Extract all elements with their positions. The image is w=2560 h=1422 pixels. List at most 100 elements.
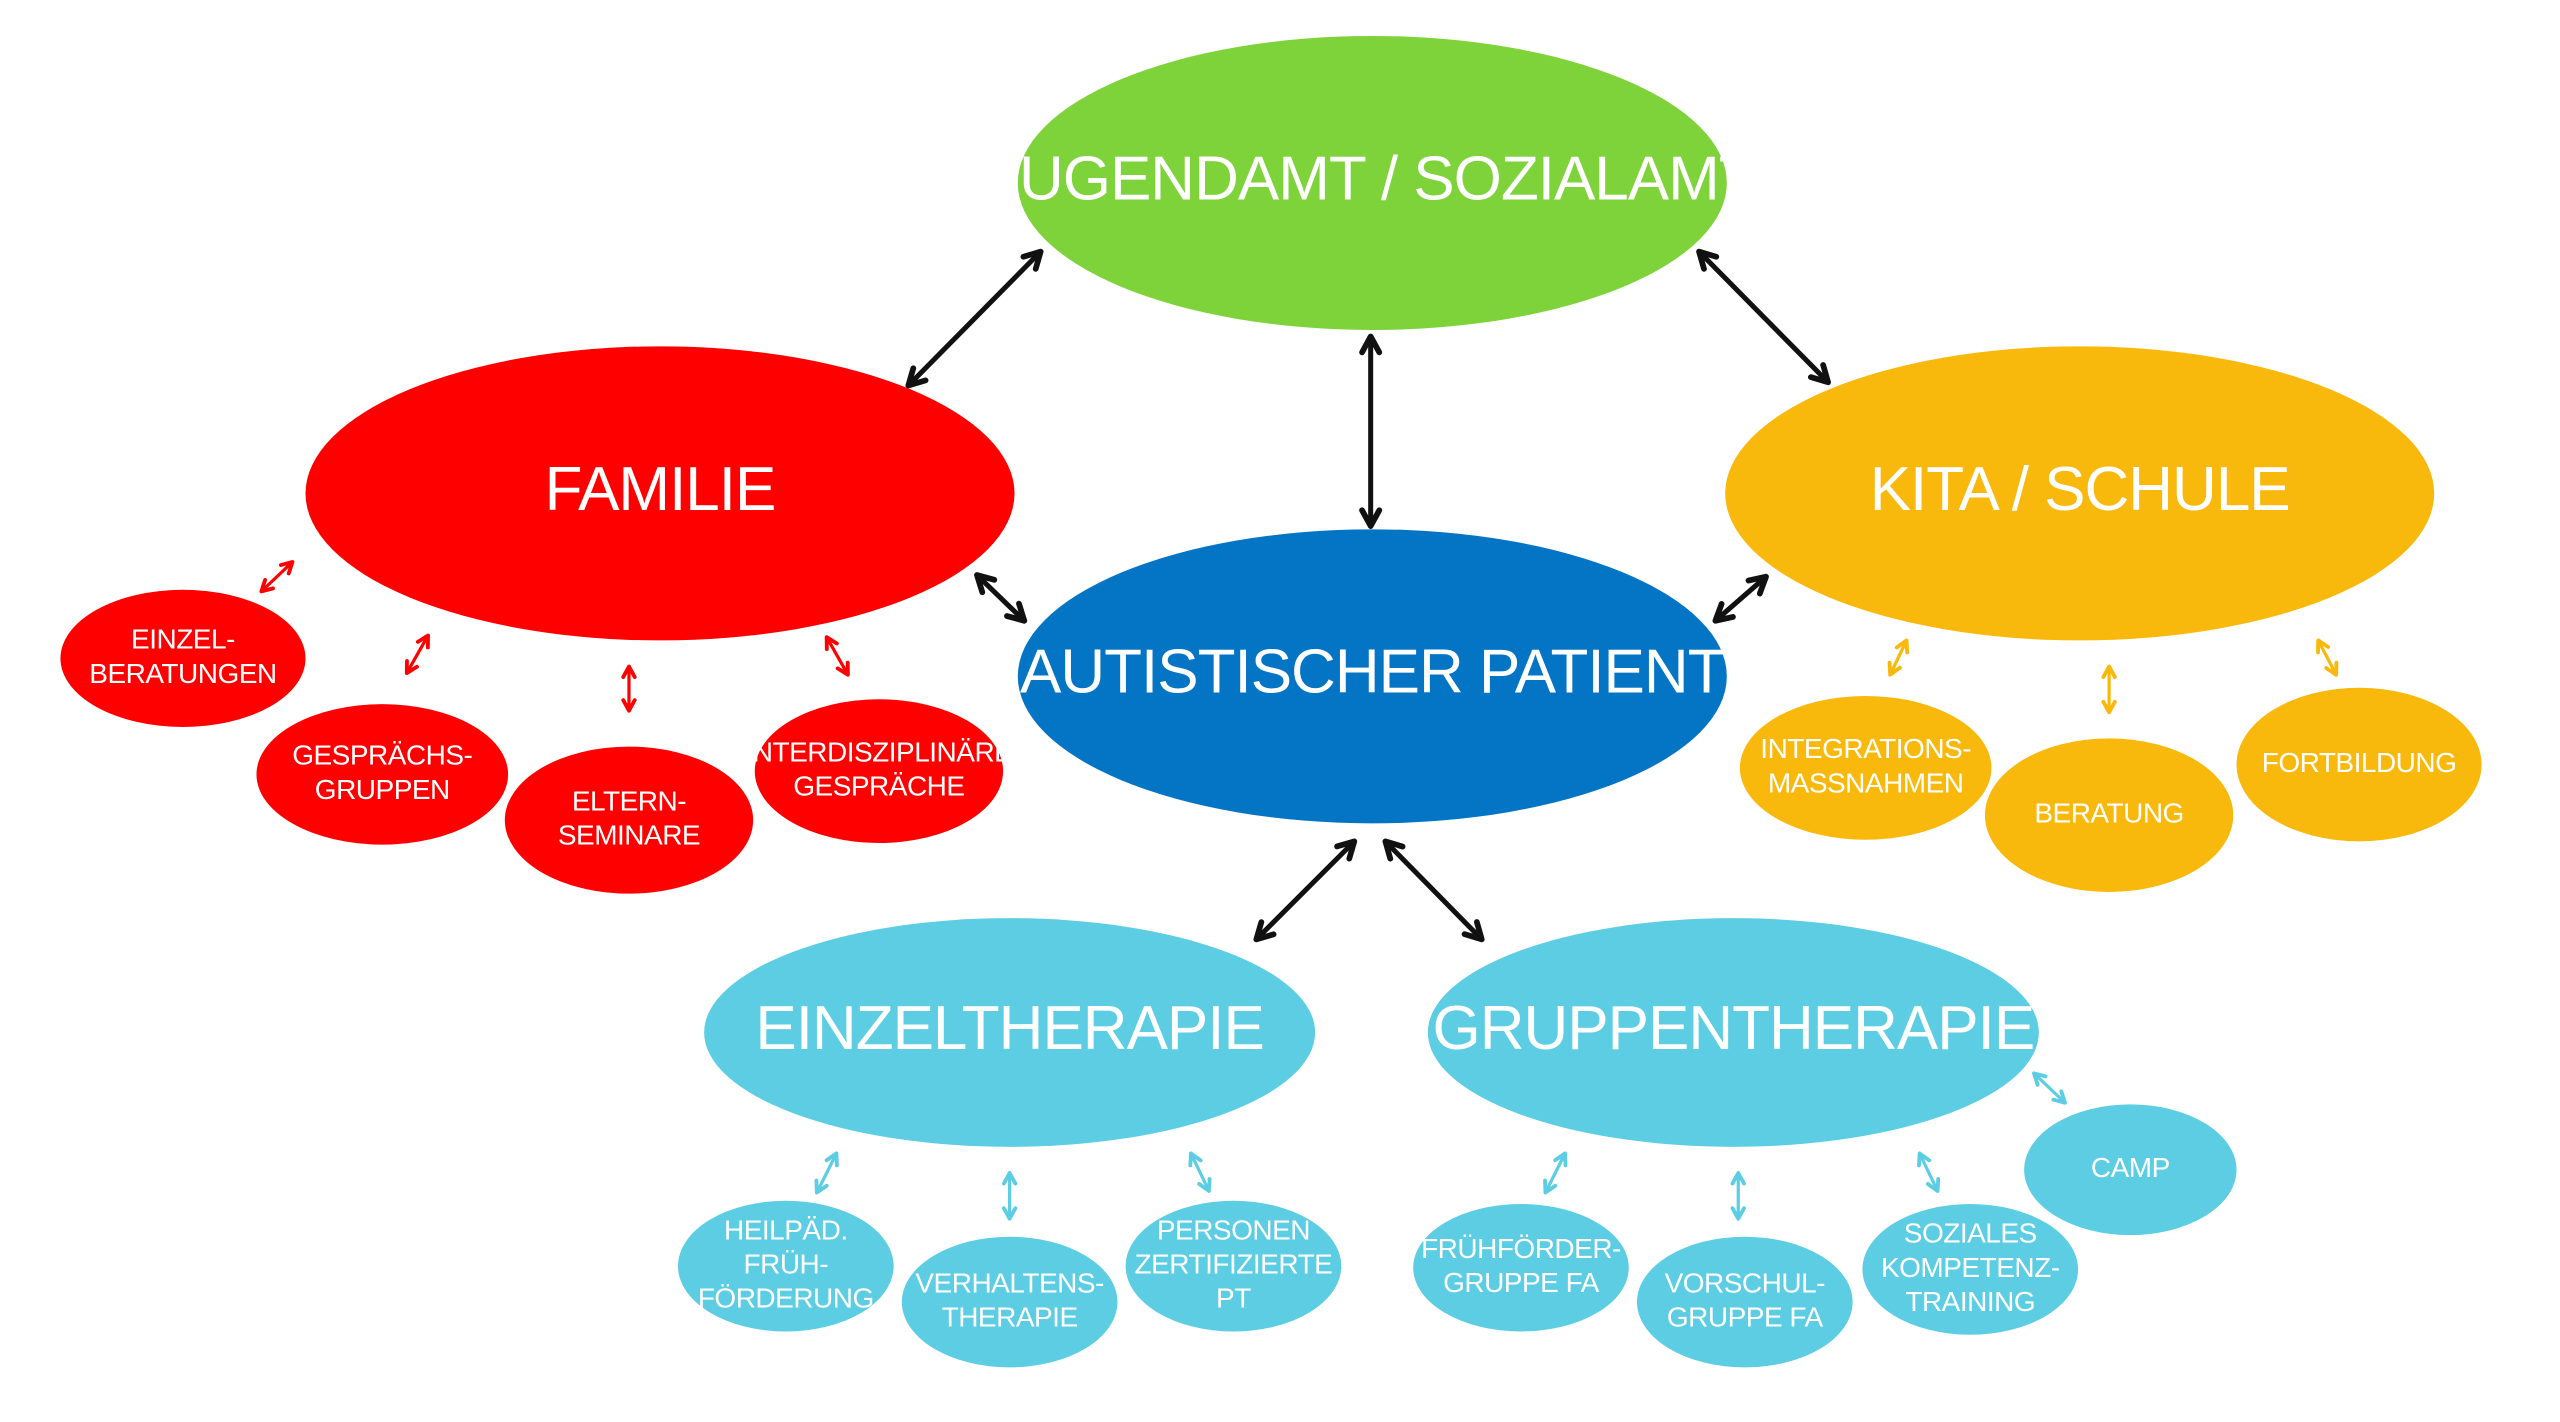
node-label: GRUPPE FA bbox=[1667, 1302, 1824, 1333]
connection-patient-gruppentherapie bbox=[1382, 838, 1485, 943]
node-ellipse bbox=[1984, 738, 2234, 892]
arrowhead-icon bbox=[1807, 362, 1831, 386]
connection-einzeltherapie-heilpaed bbox=[814, 1151, 839, 1195]
node-ellipse bbox=[60, 589, 306, 727]
connection-patient-einzeltherapie bbox=[1253, 838, 1358, 943]
connection-line bbox=[1189, 1151, 1211, 1193]
connection-jugendamt-familie bbox=[905, 248, 1044, 389]
node-gruppentherapie: GRUPPENTHERAPIE bbox=[1427, 918, 2039, 1147]
arrowhead-icon bbox=[1461, 919, 1485, 943]
arrowhead-icon bbox=[1553, 1151, 1568, 1168]
node-patient: AUTISTISCHER PATIENT bbox=[1017, 529, 1727, 824]
connection-kita-fortbildung bbox=[2316, 638, 2339, 677]
arrowhead-icon bbox=[1004, 600, 1028, 624]
arrowhead-icon bbox=[278, 560, 295, 576]
node-ellipse bbox=[704, 918, 1316, 1147]
arrowhead-icon bbox=[2101, 664, 2117, 679]
node-ellipse bbox=[1739, 695, 1992, 840]
node-ellipse bbox=[1017, 529, 1727, 824]
node-label: MASSNAHMEN bbox=[1768, 767, 1964, 798]
arrowhead-icon bbox=[1730, 1206, 1746, 1221]
connection-line bbox=[405, 633, 430, 675]
node-label: PT bbox=[1216, 1283, 1251, 1314]
node-label: PERSONEN bbox=[1157, 1214, 1310, 1245]
node-kita: KITA / SCHULE bbox=[1725, 346, 2435, 641]
node-label: GESPRÄCHS- bbox=[292, 740, 472, 771]
node-ellipse bbox=[1725, 346, 2435, 641]
node-label: JUGENDAMT / SOZIALAMT bbox=[989, 144, 1756, 213]
node-ellipse bbox=[1125, 1200, 1342, 1332]
connection-line bbox=[1696, 249, 1831, 385]
connection-jugendamt-kita bbox=[1696, 248, 1831, 386]
node-ellipse bbox=[1636, 1236, 1853, 1368]
node-heilpaed: HEILPÄD.FRÜH-FÖRDERUNG bbox=[677, 1200, 894, 1332]
arrowhead-icon bbox=[2316, 638, 2331, 655]
arrowhead-icon bbox=[974, 572, 998, 596]
node-ellipse bbox=[1017, 35, 1727, 331]
arrowhead-icon bbox=[1887, 660, 1902, 677]
node-integrationsmassnahmen: INTEGRATIONS-MASSNAHMEN bbox=[1739, 695, 1992, 840]
arrowhead-icon bbox=[1359, 507, 1383, 529]
connection-einzeltherapie-verhaltenstherapie bbox=[1001, 1171, 1018, 1221]
node-label: INTEGRATIONS- bbox=[1760, 733, 1971, 764]
arrowhead-icon bbox=[2032, 1071, 2048, 1087]
node-label: BERATUNGEN bbox=[89, 658, 276, 689]
node-label: GESPRÄCHE bbox=[793, 771, 964, 802]
arrowhead-icon bbox=[1894, 638, 1910, 655]
node-label: FÖRDERUNG bbox=[698, 1283, 874, 1314]
arrowhead-icon bbox=[1359, 333, 1383, 356]
node-label: ZERTIFIZIERTE bbox=[1135, 1249, 1333, 1280]
connection-gruppentherapie-camp bbox=[2032, 1071, 2067, 1105]
connection-jugendamt-patient bbox=[1359, 333, 1383, 529]
arrowhead-icon bbox=[259, 578, 275, 594]
node-verhaltenstherapie: VERHALTENS-THERAPIE bbox=[901, 1236, 1118, 1368]
node-ellipse bbox=[2024, 1104, 2237, 1236]
connection-line bbox=[2032, 1071, 2067, 1105]
connection-kita-beratung bbox=[2101, 664, 2117, 715]
connection-familie-einzelberatungen bbox=[259, 560, 295, 594]
node-ellipse bbox=[677, 1200, 894, 1332]
node-ellipse bbox=[754, 699, 1004, 843]
connection-familie-elternseminare bbox=[621, 664, 637, 713]
node-label: AUTISTISCHER PATIENT bbox=[1020, 638, 1725, 707]
node-label: TRAINING bbox=[1905, 1286, 2035, 1317]
connection-gruppentherapie-vorschul bbox=[1730, 1171, 1746, 1221]
node-fruehfoerder: FRÜHFÖRDER-GRUPPE FA bbox=[1413, 1204, 1629, 1332]
arrowhead-icon bbox=[1745, 573, 1769, 597]
arrowhead-icon bbox=[404, 659, 419, 676]
node-ellipse bbox=[504, 746, 754, 894]
connection-line bbox=[2316, 638, 2338, 677]
connection-familie-patient bbox=[974, 572, 1028, 624]
arrowhead-icon bbox=[1543, 1178, 1558, 1195]
node-label: INTERDISZIPLINÄRE bbox=[745, 736, 1012, 767]
arrowhead-icon bbox=[1253, 919, 1277, 943]
node-label: BERATUNG bbox=[2034, 798, 2184, 829]
connection-line bbox=[1543, 1151, 1567, 1195]
arrowhead-icon bbox=[1197, 1177, 1212, 1193]
connection-line bbox=[974, 572, 1027, 624]
connection-line bbox=[1253, 838, 1357, 942]
arrowhead-icon bbox=[1730, 1171, 1746, 1186]
node-label: FRÜH- bbox=[744, 1249, 829, 1280]
connection-kita-integrationsmassnahmen bbox=[1887, 638, 1910, 677]
node-label: ELTERN- bbox=[572, 785, 686, 816]
connection-line bbox=[905, 249, 1044, 389]
arrowhead-icon bbox=[1334, 838, 1358, 862]
connection-kita-patient bbox=[1712, 573, 1769, 624]
arrowhead-icon bbox=[1020, 248, 1044, 272]
connection-line bbox=[259, 560, 295, 593]
node-ellipse bbox=[305, 346, 1015, 641]
node-ellipse bbox=[901, 1236, 1118, 1368]
arrowhead-icon bbox=[824, 1151, 839, 1168]
connection-line bbox=[1712, 574, 1769, 624]
arrowhead-icon bbox=[2051, 1089, 2067, 1105]
node-einzelberatungen: EINZEL-BERATUNGEN bbox=[60, 589, 306, 727]
connection-gruppentherapie-fruehfoerder bbox=[1543, 1151, 1568, 1195]
node-label: EINZELTHERAPIE bbox=[755, 994, 1264, 1063]
arrowhead-icon bbox=[621, 698, 637, 713]
node-label: FORTBILDUNG bbox=[2262, 747, 2457, 778]
connection-einzeltherapie-personen bbox=[1188, 1151, 1212, 1193]
